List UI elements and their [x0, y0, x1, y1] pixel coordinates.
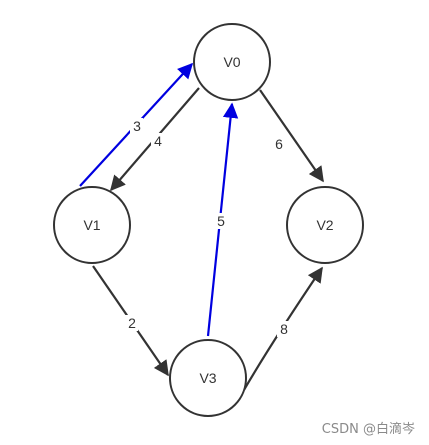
node-v2: V2: [286, 186, 364, 264]
edge-v3-to-v0: 5: [206, 102, 239, 337]
node-circle-v1: [53, 186, 131, 264]
edge-v3-to-v2: 8: [243, 266, 323, 391]
edge-weight-v0-v2: 6: [275, 136, 283, 152]
node-v1: V1: [53, 186, 131, 264]
node-v3: V3: [169, 339, 247, 417]
node-circle-v0: [193, 23, 271, 101]
node-label-v2: V2: [316, 217, 333, 233]
node-v0: V0: [193, 23, 271, 101]
edge-weight-v1-v0: 3: [133, 118, 141, 134]
node-label-v3: V3: [199, 370, 216, 386]
node-circle-v2: [286, 186, 364, 264]
node-label-v1: V1: [83, 217, 100, 233]
node-label-v0: V0: [223, 54, 240, 70]
node-circle-v3: [169, 339, 247, 417]
edge-weight-v3-v0: 5: [217, 213, 225, 229]
csdn-watermark: CSDN @白滴岑: [321, 422, 415, 437]
edge-v0-to-v2: 6: [259, 89, 324, 183]
edge-line-v3-v2: [243, 266, 323, 391]
edge-v0-to-v1: 4: [109, 87, 200, 192]
edge-v1-to-v3: 2: [92, 265, 169, 377]
edge-line-v0-v2: [259, 89, 324, 183]
edge-v1-to-v0: 3: [79, 62, 194, 187]
edge-weight-v0-v1: 4: [154, 133, 162, 149]
edge-weight-v1-v3: 2: [128, 315, 136, 331]
edges-layer: 3 4 6 5 2 8: [79, 62, 324, 391]
nodes-layer: V0 V1 V2 V3: [53, 23, 364, 417]
edge-weight-v3-v2: 8: [280, 321, 288, 337]
